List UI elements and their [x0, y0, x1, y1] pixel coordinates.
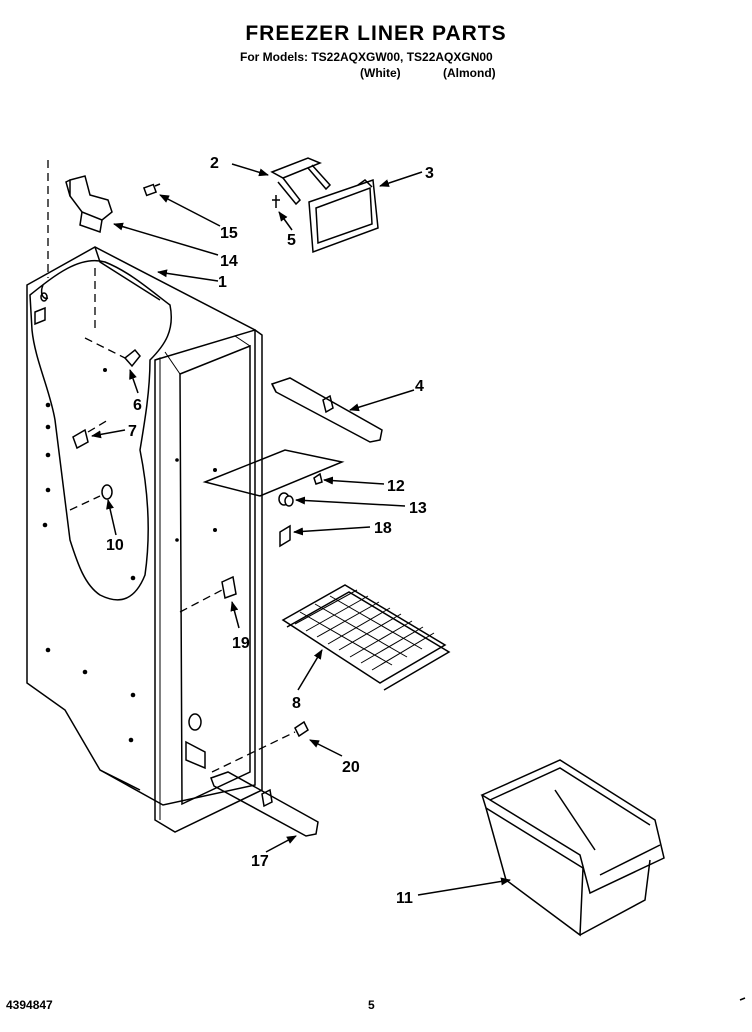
leader-lines — [91, 163, 511, 896]
small-clips — [278, 472, 323, 548]
callout-17: 17 — [251, 853, 269, 870]
callout-15: 15 — [220, 225, 238, 242]
color-white-label: (White) — [360, 66, 401, 80]
callout-14: 14 — [220, 253, 238, 270]
callout-3: 3 — [425, 165, 434, 182]
callout-7: 7 — [128, 423, 137, 440]
shelf-rail-assembly — [270, 157, 379, 254]
callout-12: 12 — [387, 478, 405, 495]
callout-5: 5 — [287, 232, 296, 249]
callout-11: 11 — [396, 890, 413, 907]
callout-8: 8 — [292, 695, 301, 712]
shelf-support-lower — [210, 771, 319, 837]
callout-1: 1 — [218, 274, 227, 291]
callout-2: 2 — [210, 155, 219, 172]
callout-10: 10 — [106, 537, 124, 554]
thermostat-bracket — [179, 575, 237, 613]
corner-mark — [739, 997, 746, 1001]
page-number: 5 — [368, 998, 375, 1012]
callout-13: 13 — [409, 500, 427, 517]
upper-bracket — [65, 175, 161, 234]
wire-shelf — [281, 584, 451, 691]
callout-18: 18 — [374, 520, 392, 537]
color-almond-label: (Almond) — [443, 66, 496, 80]
callout-6: 6 — [133, 397, 142, 414]
models-line: For Models: TS22AQXGW00, TS22AQXGN00 — [240, 50, 493, 64]
callout-19: 19 — [232, 635, 250, 652]
shelf-support-upper — [270, 377, 383, 443]
document-number: 4394847 — [6, 998, 53, 1012]
callout-4: 4 — [415, 378, 424, 395]
freezer-liner — [26, 160, 263, 833]
page-title: FREEZER LINER PARTS — [245, 22, 507, 45]
divider-plate — [202, 449, 345, 497]
screw — [211, 720, 309, 773]
callout-20: 20 — [342, 759, 360, 776]
mounting-pieces — [69, 337, 141, 511]
freezer-bin — [480, 759, 665, 937]
